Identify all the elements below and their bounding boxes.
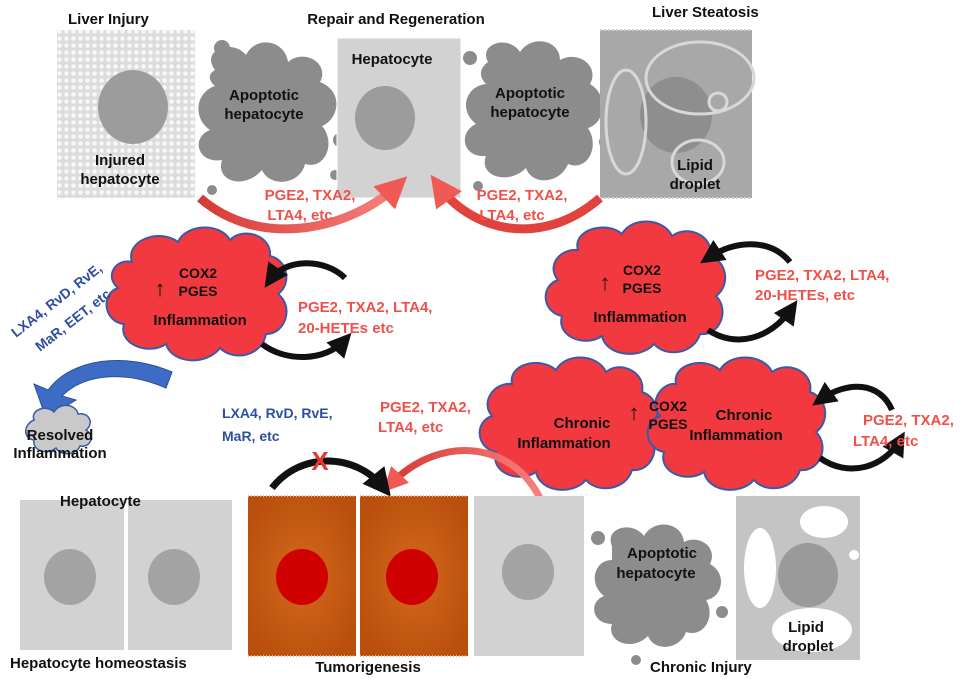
hepatocyte-cell-bottom [474, 496, 584, 656]
left-cycle-arrow-bottom [260, 332, 352, 360]
repair-right-mediator-2: LTA4, etc [479, 207, 544, 224]
right-up-arrow: ↑ [600, 270, 611, 295]
repair-arrow-left [197, 176, 408, 234]
left-cycle-mediator-2: 20-HETEs etc [298, 320, 394, 337]
homeostasis-title: Hepatocyte homeostasis [10, 655, 187, 672]
right-cycle-arrow-bottom [706, 300, 798, 343]
hepatocyte-top-label: Hepatocyte [352, 51, 433, 68]
resolved-label-2: Inflammation [13, 445, 106, 462]
left-inflammation: Inflammation [153, 312, 246, 329]
chronic-to-tumor-arrow [383, 447, 549, 512]
right-pges: PGES [623, 280, 662, 296]
chronic-left-label-1: Chronic [554, 415, 611, 432]
steatotic-hepatocyte-cell-bottom: Lipid droplet [736, 496, 860, 660]
hepatocyte-cell-top: Hepatocyte [336, 37, 462, 199]
chronic-cycle-arrow-top [812, 381, 895, 412]
resolved-inflammation-cloud: Resolved Inflammation [13, 404, 107, 462]
chronic-right-label-1: Chronic [716, 407, 773, 424]
apoptotic-2-label-line1: Apoptotic [495, 85, 565, 102]
left-cox2: COX2 [179, 265, 217, 281]
right-cycle-mediator-1: PGE2, TXA2, LTA4, [755, 267, 889, 284]
injured-hepatocyte-cell: Injured hepatocyte [57, 30, 195, 198]
apoptotic-bottom-label-2: hepatocyte [616, 565, 695, 582]
inflammation-cloud-left: ↑ COX2 PGES Inflammation [105, 226, 288, 362]
blocked-resolving-arrow [269, 457, 392, 497]
apoptotic-2-label-line2: hepatocyte [490, 104, 569, 121]
apoptotic-hepatocyte-cell: Apoptotic hepatocyte [198, 40, 347, 195]
chronic-up-arrow: ↑ [629, 400, 640, 425]
repair-right-mediator-1: PGE2, TXA2, [477, 187, 568, 204]
left-cycle-mediator-1: PGE2, TXA2, LTA4, [298, 299, 432, 316]
chronic-right-label-2: Inflammation [689, 427, 782, 444]
chronic-cycle-mediator-1: PGE2, TXA2, [863, 412, 954, 429]
lipid-bottom-label-1: Lipid [788, 619, 824, 636]
apoptotic-label-line1: Apoptotic [229, 87, 299, 104]
apoptotic-hepatocyte-cell-bottom: Apoptotic hepatocyte [591, 524, 728, 665]
injured-label-line2: hepatocyte [80, 171, 159, 188]
homeostasis-hepatocyte-2 [128, 500, 232, 650]
hepatocyte-bottom-label: Hepatocyte [60, 493, 141, 510]
blocked-resolving-2: MaR, etc [222, 428, 280, 444]
resolved-label-1: Resolved [27, 427, 94, 444]
tumor-mediator-2: LTA4, etc [378, 419, 443, 436]
repair-left-mediator-2: LTA4, etc [267, 207, 332, 224]
tumor-mediator-1: PGE2, TXA2, [380, 399, 471, 416]
tumor-cell-2 [360, 495, 468, 657]
chronic-inflammation-cloud-right: Chronic Inflammation [646, 356, 826, 491]
chronic-cox2: COX2 [649, 398, 687, 414]
tumor-cell-1 [248, 495, 356, 657]
lipid-label-line1: Lipid [677, 157, 713, 174]
injured-label-line1: Injured [95, 152, 145, 169]
chronic-cycle-arrow-bottom [818, 431, 905, 472]
apoptotic-label-line2: hepatocyte [224, 106, 303, 123]
homeostasis-hepatocyte-1 [20, 500, 124, 650]
chronic-cycle-mediator-2: LTA4, etc [853, 433, 918, 450]
chronic-left-label-2: Inflammation [517, 435, 610, 452]
tumorigenesis-title: Tumorigenesis [315, 659, 421, 676]
resolution-arrow [33, 359, 173, 419]
left-up-arrow: ↑ [155, 276, 166, 301]
left-cycle-arrow-top [264, 260, 348, 288]
lipid-label-line2: droplet [670, 176, 721, 193]
repair-left-mediator-1: PGE2, TXA2, [265, 187, 356, 204]
apoptotic-hepatocyte-cell-2: Apoptotic hepatocyte [463, 41, 613, 191]
chronic-inflammation-cloud-left: Chronic Inflammation ↑ [478, 356, 658, 491]
right-cycle-mediator-2: 20-HETEs, etc [755, 287, 855, 304]
chronic-injury-title: Chronic Injury [650, 659, 752, 676]
right-inflammation: Inflammation [593, 309, 686, 326]
repair-arrow-right [430, 174, 603, 234]
right-cycle-arrow-top [700, 240, 793, 265]
left-pges: PGES [179, 283, 218, 299]
lipid-bottom-label-2: droplet [783, 638, 834, 655]
inflammation-cloud-right: ↑ COX2 PGES Inflammation [544, 220, 726, 355]
repair-regeneration-title: Repair and Regeneration [307, 11, 485, 28]
right-cox2: COX2 [623, 262, 661, 278]
apoptotic-bottom-label-1: Apoptotic [627, 545, 697, 562]
liver-steatosis-title: Liver Steatosis [652, 4, 759, 21]
blocked-resolving-1: LXA4, RvD, RvE, [222, 405, 332, 421]
chronic-pges: PGES [649, 416, 688, 432]
liver-injury-title: Liver Injury [68, 11, 150, 28]
block-x-mark: X [311, 446, 329, 476]
steatotic-hepatocyte-cell: Lipid droplet [600, 29, 756, 199]
